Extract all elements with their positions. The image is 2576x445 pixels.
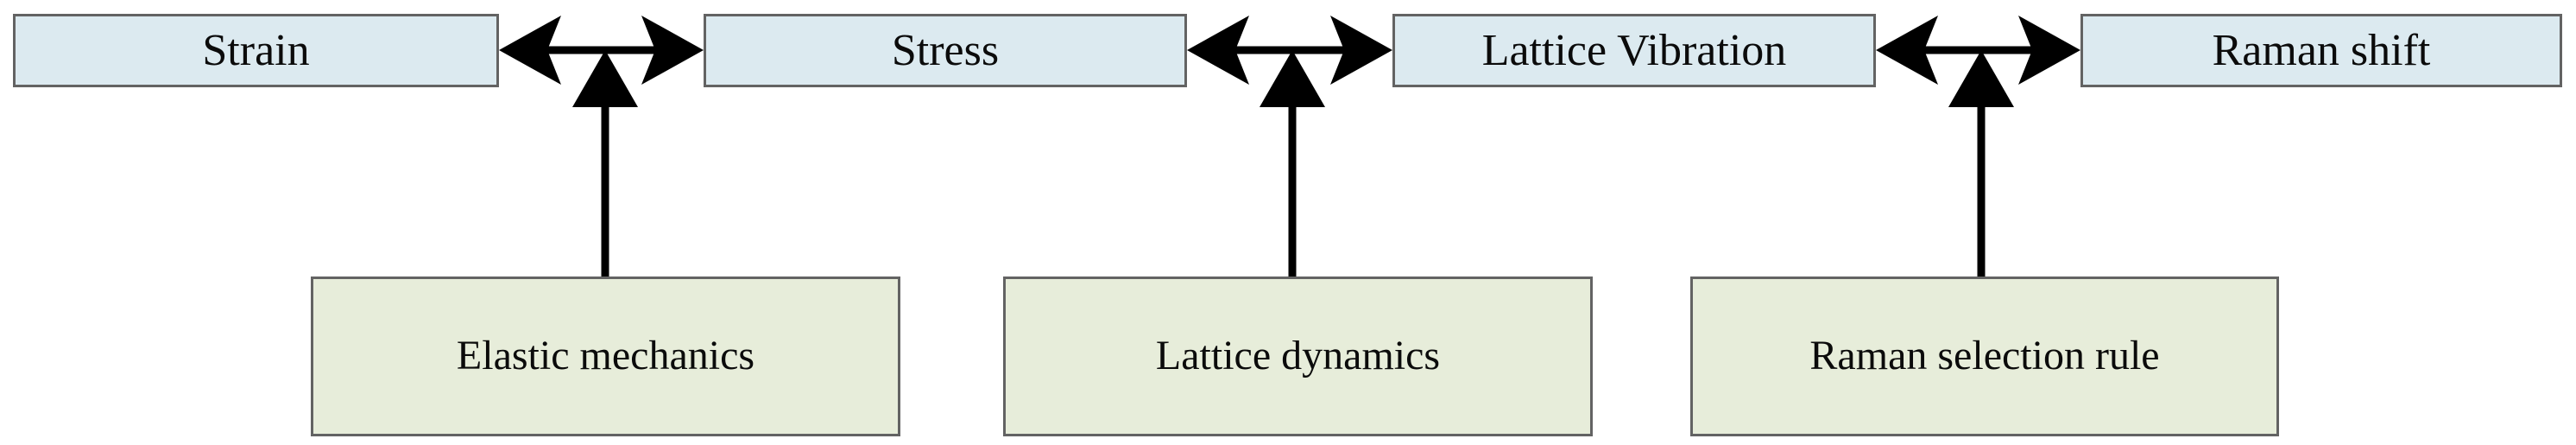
arrow-shaft-horizontal (546, 46, 657, 54)
node-stress[interactable]: Stress (704, 14, 1187, 87)
node-lattice-dynamics[interactable]: Lattice dynamics (1003, 277, 1593, 436)
arrowhead-up (1260, 50, 1325, 107)
node-label: Stress (891, 25, 1000, 75)
arrowhead-right (1330, 16, 1392, 85)
node-lattice-vibration[interactable]: Lattice Vibration (1392, 14, 1876, 87)
node-elastic-mechanics[interactable]: Elastic mechanics (311, 277, 900, 436)
node-label: Lattice Vibration (1481, 25, 1787, 75)
node-label: Raman selection rule (1809, 333, 2160, 379)
arrowhead-left (1187, 16, 1249, 85)
arrowhead-right (2018, 16, 2080, 85)
node-strain[interactable]: Strain (13, 14, 499, 87)
arrowhead-left (499, 16, 561, 85)
arrow-shaft-horizontal (1923, 46, 2034, 54)
arrowhead-up (572, 50, 638, 107)
node-label: Lattice dynamics (1155, 333, 1441, 379)
node-label: Strain (202, 25, 310, 75)
arrow-shaft-vertical (1977, 107, 1986, 277)
arrow-shaft-horizontal (1234, 46, 1346, 54)
arrow-shaft-vertical (1288, 107, 1297, 277)
arrowhead-up (1948, 50, 2014, 107)
node-label: Elastic mechanics (456, 333, 755, 379)
arrowhead-left (1876, 16, 1938, 85)
arrow-shaft-vertical (601, 107, 609, 277)
arrowhead-right (641, 16, 704, 85)
node-raman-selection-rule[interactable]: Raman selection rule (1690, 277, 2279, 436)
node-raman-shift[interactable]: Raman shift (2080, 14, 2562, 87)
node-label: Raman shift (2212, 25, 2431, 75)
